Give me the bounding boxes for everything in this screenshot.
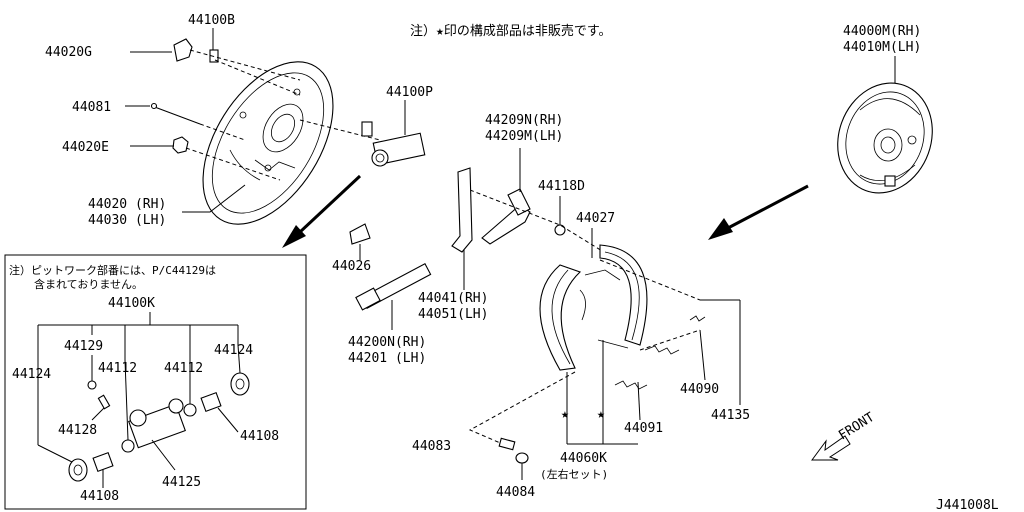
label-44125: 44125: [162, 475, 201, 490]
label-44010m: 44010M(LH): [843, 40, 921, 55]
label-44060k: 44060K: [560, 451, 607, 466]
grommet-44020e[interactable]: [130, 136, 189, 154]
grommet-44020g[interactable]: [130, 38, 193, 62]
boot-44124-a[interactable]: [37, 444, 88, 482]
label-44112-a: 44112: [98, 361, 137, 376]
lever-44209[interactable]: [481, 148, 531, 245]
label-44128: 44128: [58, 423, 97, 438]
non-sale-note: 注）★印の構成部品は非販売です。: [410, 23, 612, 39]
washer-44118d[interactable]: [554, 196, 566, 236]
piston-44112-a[interactable]: [121, 359, 135, 453]
star-mark-1: ★: [561, 407, 569, 422]
label-44090: 44090: [680, 382, 719, 397]
label-44100k: 44100K: [108, 296, 155, 311]
cup-44108-a[interactable]: [92, 451, 114, 488]
spring-44090[interactable]: [644, 315, 706, 381]
bleeder-screw-44128[interactable]: [91, 394, 111, 421]
bleeder-cap-44129[interactable]: [87, 355, 97, 390]
label-44100p: 44100P: [386, 85, 433, 100]
cup-44084[interactable]: [515, 452, 529, 480]
cup-44108-b[interactable]: [200, 391, 239, 433]
label-44129: 44129: [64, 339, 103, 354]
label-44108-a: 44108: [80, 489, 119, 504]
label-44108-b: 44108: [240, 429, 279, 444]
label-44027: 44027: [576, 211, 615, 226]
label-44124-b: 44124: [214, 343, 253, 358]
label-44051: 44051(LH): [418, 307, 488, 322]
piston-44112-b[interactable]: [183, 360, 197, 417]
label-44026: 44026: [332, 259, 371, 274]
label-44118d: 44118D: [538, 179, 585, 194]
label-44041: 44041(RH): [418, 291, 488, 306]
label-44000m: 44000M(RH): [843, 24, 921, 39]
label-44081: 44081: [72, 100, 111, 115]
label-44124-a: 44124: [12, 367, 51, 382]
label-44112-b: 44112: [164, 361, 203, 376]
diagram-id: J441008L: [936, 498, 999, 512]
front-label: FRONT: [836, 410, 877, 444]
label-44209m: 44209M(LH): [485, 129, 563, 144]
arrow-to-inset: [282, 174, 362, 248]
adjuster-44200n[interactable]: [355, 263, 432, 330]
pin-44083[interactable]: [468, 371, 576, 451]
inset-note-line2: 含まれておりません。: [34, 277, 143, 291]
label-44135: 44135: [711, 408, 750, 423]
brake-assembly[interactable]: [823, 70, 948, 207]
label-44209n: 44209N(RH): [485, 113, 563, 128]
star-mark-2: ★: [597, 407, 605, 422]
label-44020-rh: 44020 (RH): [88, 197, 166, 212]
wheel-cylinder-44100p[interactable]: [361, 100, 426, 167]
inset-box: [4, 254, 307, 510]
inset-note-line1: 注）ピットワーク部番には、P/C44129は: [9, 263, 216, 277]
label-44020g: 44020G: [45, 45, 92, 60]
label-44100b-top: 44100B: [188, 13, 235, 28]
bracket-44135: [700, 299, 741, 405]
plate-44026[interactable]: [349, 223, 371, 260]
bleeder-44100b-top[interactable]: [209, 28, 219, 63]
boot-44124-b[interactable]: [230, 344, 250, 396]
cylinder-body-44125[interactable]: [128, 398, 186, 471]
bracket-44060k: [566, 340, 638, 445]
label-set-note: (左右セット): [540, 467, 608, 481]
label-44020e: 44020E: [62, 140, 109, 155]
label-44084: 44084: [496, 485, 535, 500]
front-arrow-icon: [811, 435, 851, 461]
label-44030-lh: 44030 (LH): [88, 213, 166, 228]
pin-44081[interactable]: [125, 102, 201, 125]
label-44091: 44091: [624, 421, 663, 436]
spring-44091[interactable]: [614, 380, 648, 421]
brake-shoe-set[interactable]: [539, 244, 648, 371]
backing-plate[interactable]: [176, 39, 360, 247]
strut-44041[interactable]: [451, 167, 473, 290]
arrow-to-shoes: [708, 184, 809, 240]
label-44201: 44201 (LH): [348, 351, 426, 366]
inset-bracket: [37, 312, 239, 445]
label-44200n: 44200N(RH): [348, 335, 426, 350]
label-44083: 44083: [412, 439, 451, 454]
